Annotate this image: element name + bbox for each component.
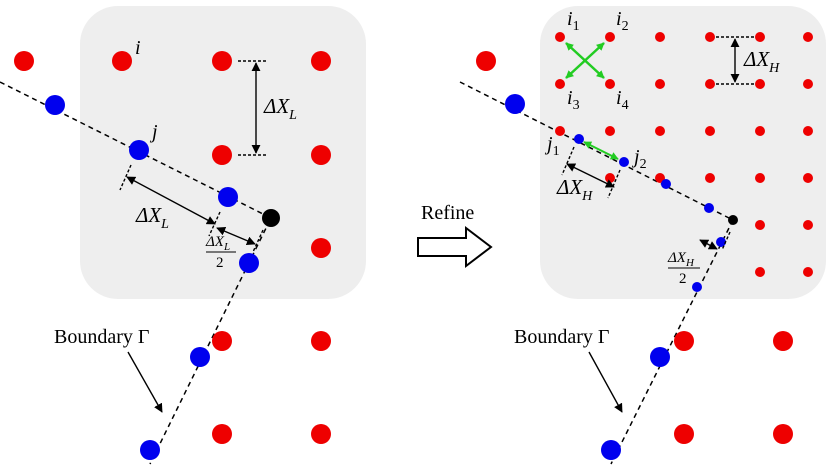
interior-point bbox=[212, 424, 232, 444]
boundary-point bbox=[601, 440, 621, 460]
refined-interior-point bbox=[605, 79, 615, 89]
svg-text:ΔXH: ΔXH bbox=[667, 250, 695, 269]
refined-interior-point bbox=[755, 267, 765, 277]
delta-xh-diagonal-label: ΔXH bbox=[556, 175, 593, 204]
label-i1: i1 bbox=[567, 8, 580, 34]
left-boundary-line bbox=[0, 81, 273, 465]
dimension-guide bbox=[252, 229, 264, 253]
refined-interior-point bbox=[705, 126, 715, 136]
refined-interior-point bbox=[803, 267, 813, 277]
delta-xl-vertical-label: ΔXL bbox=[263, 94, 297, 123]
label-i3: i3 bbox=[567, 87, 580, 113]
refined-interior-point bbox=[555, 126, 565, 136]
interior-point bbox=[773, 424, 793, 444]
refined-boundary-point bbox=[692, 282, 702, 292]
label-i4: i4 bbox=[616, 87, 629, 113]
refine-arrow-icon bbox=[417, 225, 493, 269]
refined-interior-point bbox=[755, 173, 765, 183]
label-i: i bbox=[135, 37, 141, 59]
delta-xh-diagonal-arrow bbox=[566, 163, 615, 188]
label-j2: j2 bbox=[631, 146, 647, 172]
dimension-guide bbox=[208, 211, 221, 237]
refined-boundary-point bbox=[619, 157, 629, 167]
boundary-point bbox=[190, 347, 210, 367]
refined-boundary-point bbox=[574, 134, 584, 144]
boundary-point bbox=[505, 94, 525, 114]
refined-interior-point bbox=[605, 173, 615, 183]
refined-interior-point bbox=[605, 126, 615, 136]
refine-label: Refine bbox=[421, 202, 474, 224]
refined-boundary-point bbox=[661, 179, 671, 189]
half-xh-fraction: ΔXH 2 bbox=[667, 250, 700, 287]
boundary-point bbox=[129, 140, 149, 160]
boundary-point bbox=[45, 95, 65, 115]
half-xl-arrow bbox=[216, 226, 256, 246]
refined-interior-point bbox=[655, 79, 665, 89]
interior-point bbox=[311, 238, 331, 258]
half-xh-arrow bbox=[699, 239, 718, 250]
refined-interior-point bbox=[655, 126, 665, 136]
delta-xh-vertical-label: ΔXH bbox=[743, 47, 780, 76]
label-j: j bbox=[149, 121, 158, 143]
interior-point bbox=[212, 331, 232, 351]
interior-point bbox=[212, 51, 232, 71]
interior-point bbox=[311, 424, 331, 444]
boundary-point bbox=[650, 347, 670, 367]
refined-interior-point bbox=[755, 79, 765, 89]
dimension-guide bbox=[561, 146, 575, 176]
interior-point bbox=[674, 331, 694, 351]
right-boundary-label: Boundary Γ bbox=[514, 326, 609, 348]
refined-interior-point bbox=[755, 32, 765, 42]
refined-interior-point bbox=[755, 126, 765, 136]
refined-boundary-point bbox=[716, 237, 726, 247]
interior-point bbox=[311, 331, 331, 351]
refined-interior-point bbox=[555, 32, 565, 42]
interior-point bbox=[476, 51, 496, 71]
refined-interior-point bbox=[705, 32, 715, 42]
refined-interior-point bbox=[755, 220, 765, 230]
refined-interior-point bbox=[705, 173, 715, 183]
dimension-guide bbox=[119, 164, 132, 191]
dimension-guide bbox=[721, 231, 731, 251]
interior-point bbox=[212, 145, 232, 165]
boundary-point bbox=[140, 440, 160, 460]
interior-point bbox=[14, 51, 34, 71]
refined-interior-point bbox=[555, 79, 565, 89]
refined-interior-point bbox=[605, 32, 615, 42]
label-i2: i2 bbox=[616, 8, 629, 34]
interior-point bbox=[773, 331, 793, 351]
left-boundary-pointer bbox=[127, 351, 163, 413]
refined-interior-point bbox=[803, 32, 813, 42]
right-boundary-pointer bbox=[588, 351, 623, 413]
boundary-point bbox=[239, 253, 259, 273]
refined-interior-point bbox=[803, 126, 813, 136]
refined-boundary-point bbox=[704, 203, 714, 213]
refined-interior-point bbox=[803, 220, 813, 230]
interior-point bbox=[112, 51, 132, 71]
interior-point bbox=[674, 424, 694, 444]
svg-text:2: 2 bbox=[216, 255, 224, 271]
label-j1: j1 bbox=[544, 133, 560, 159]
refined-interior-point bbox=[803, 79, 813, 89]
corner-point bbox=[728, 215, 738, 225]
neighbor-arrow-diag-2 bbox=[565, 42, 605, 79]
delta-xl-diagonal-label: ΔXL bbox=[135, 203, 169, 232]
svg-text:ΔXL: ΔXL bbox=[205, 234, 230, 253]
left-boundary-label: Boundary Γ bbox=[54, 326, 149, 348]
right-boundary-line bbox=[459, 81, 735, 465]
refined-interior-point bbox=[655, 32, 665, 42]
svg-text:2: 2 bbox=[679, 271, 687, 287]
interior-point bbox=[311, 51, 331, 71]
refined-interior-point bbox=[803, 173, 813, 183]
neighbor-arrow-boundary bbox=[583, 141, 619, 160]
boundary-point bbox=[218, 187, 238, 207]
delta-xl-diagonal-arrow bbox=[126, 176, 216, 225]
half-xl-fraction: ΔXL 2 bbox=[205, 234, 236, 271]
interior-point bbox=[311, 145, 331, 165]
refined-interior-point bbox=[705, 79, 715, 89]
corner-point bbox=[262, 209, 280, 227]
